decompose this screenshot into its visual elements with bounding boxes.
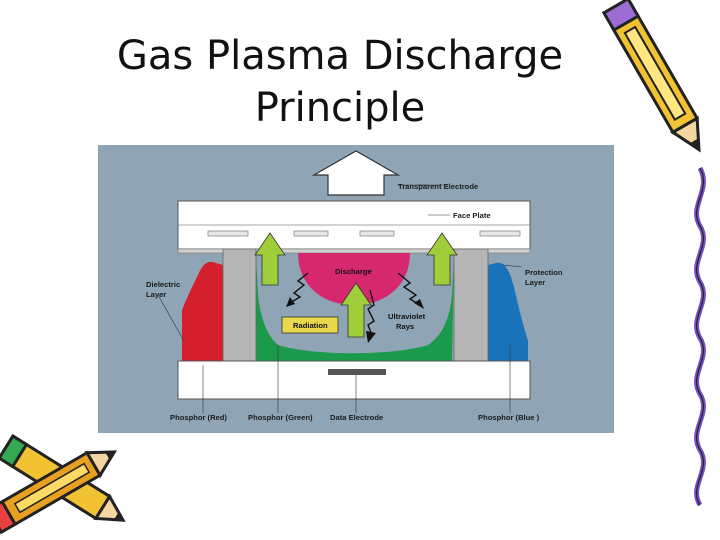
crossed-pencils-icon xyxy=(0,433,126,535)
rear-plate xyxy=(177,360,531,400)
light-output-arrow xyxy=(311,150,401,196)
transparent-electrode-label: Transparent Electrode xyxy=(398,182,478,191)
radiation-label: Radiation xyxy=(293,321,328,330)
phosphor-red xyxy=(182,261,223,361)
radiation-arrow-left xyxy=(254,232,286,286)
transparent-electrode-mid xyxy=(293,230,329,237)
data-electrode xyxy=(328,369,386,375)
radiation-arrow-right xyxy=(426,232,458,286)
phosphor-blue-label: Phosphor (Blue ) xyxy=(478,413,540,422)
phosphor-blue xyxy=(488,262,528,361)
transparent-electrode-right xyxy=(479,230,521,237)
plasma-cell-diagram: Discharge Radiation Ultraviolet Rays Tra… xyxy=(98,145,614,433)
slide-title: Gas Plasma Discharge Principle xyxy=(60,30,620,134)
title-line-1: Gas Plasma Discharge xyxy=(116,33,564,79)
transparent-electrode-mid2 xyxy=(359,230,395,237)
uv-ray-down xyxy=(367,289,375,336)
discharge-region xyxy=(298,253,410,305)
phosphor-green xyxy=(256,257,454,361)
barrier-rib-left xyxy=(222,248,257,362)
dielectric-layer-label-2: Layer xyxy=(146,290,166,299)
dielectric-layer-label-1: Dielectric xyxy=(146,280,180,289)
radiation-arrow-center xyxy=(340,282,372,338)
protection-layer-label-2: Layer xyxy=(525,278,545,287)
title-line-2: Principle xyxy=(254,85,426,131)
discharge-label: Discharge xyxy=(335,267,372,276)
uv-ray-left xyxy=(289,272,309,304)
ultraviolet-label-1: Ultraviolet xyxy=(388,312,426,321)
transparent-electrode-left xyxy=(207,230,249,237)
protection-layer-label-1: Protection xyxy=(525,268,563,277)
uv-ray-right xyxy=(397,272,421,306)
phosphor-green-label: Phosphor (Green) xyxy=(248,413,313,422)
pencil-icon-top-right xyxy=(601,0,701,153)
barrier-rib-right xyxy=(453,248,489,362)
face-plate-label: Face Plate xyxy=(453,211,491,220)
ultraviolet-label-2: Rays xyxy=(396,322,414,331)
data-electrode-label: Data Electrode xyxy=(330,413,383,422)
phosphor-red-label: Phosphor (Red) xyxy=(170,413,227,422)
